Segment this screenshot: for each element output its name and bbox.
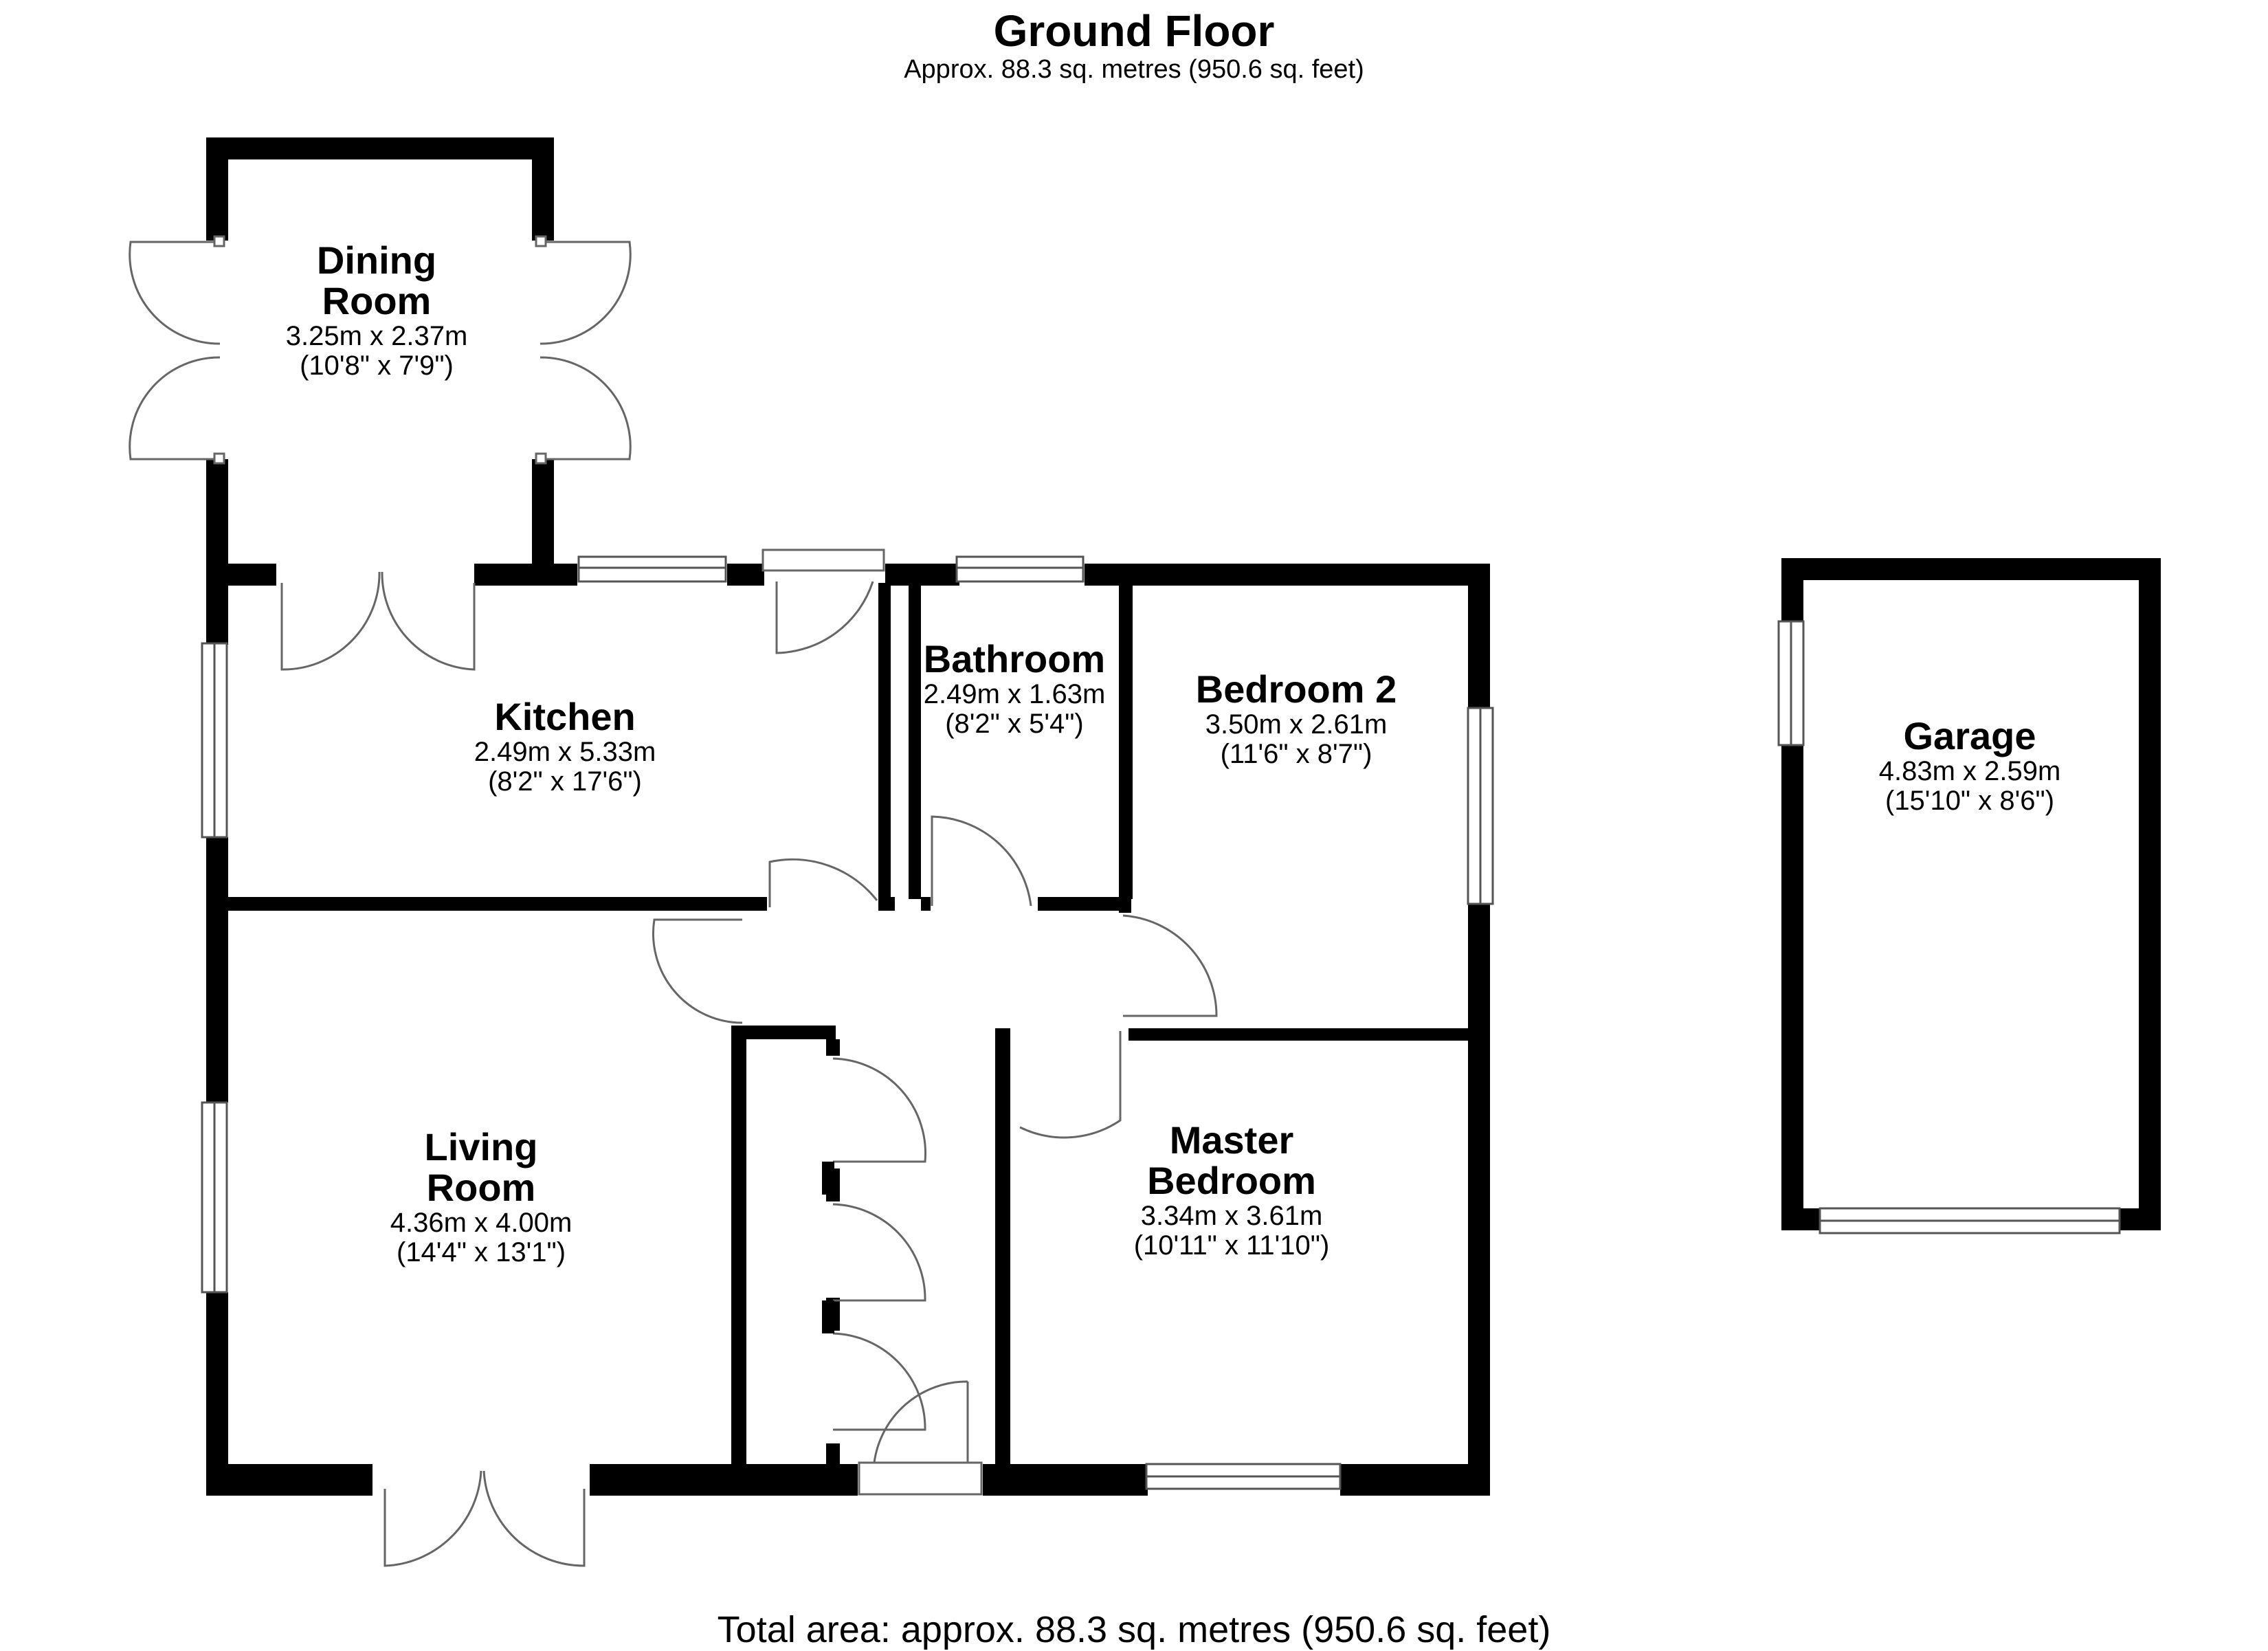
kitchen-wall-top-c bbox=[727, 564, 764, 586]
master-partition bbox=[995, 1028, 1010, 1464]
living-door bbox=[652, 918, 743, 1024]
south-wall-c bbox=[983, 1464, 1148, 1496]
room-name: Dining Room bbox=[316, 239, 437, 322]
south-wall-b bbox=[590, 1464, 858, 1496]
garage-wall-right bbox=[2139, 558, 2161, 1230]
dining-wall-left-lower bbox=[206, 459, 228, 583]
dining-east-french-doors bbox=[535, 235, 632, 465]
hall-wall-top-b bbox=[921, 897, 931, 911]
room-label-bathroom: Bathroom 2.49m x 1.63m (8'2" x 5'4") bbox=[924, 639, 1106, 739]
room-dimensions-imperial: (10'11" x 11'10") bbox=[1133, 1230, 1330, 1261]
room-name: Master Bedroom bbox=[1147, 1118, 1316, 1202]
room-name: Bathroom bbox=[923, 637, 1106, 680]
floor-title: Ground Floor bbox=[993, 6, 1275, 56]
room-dimensions-metric: 3.34m x 3.61m bbox=[1140, 1200, 1323, 1231]
master-wall-top bbox=[1129, 1028, 1475, 1041]
bath-wall-top bbox=[885, 564, 959, 586]
floor-area-subtitle: Approx. 88.3 sq. metres (950.6 sq. feet) bbox=[904, 55, 1364, 84]
garage-wall-top bbox=[1781, 558, 2161, 580]
garage-wall-bottom-a bbox=[1781, 1208, 1820, 1230]
kitchen-wall-bottom bbox=[228, 897, 767, 911]
room-name: Living Room bbox=[424, 1125, 538, 1209]
dining-west-french-doors bbox=[129, 235, 225, 465]
garage-wall-bottom-b bbox=[2118, 1208, 2161, 1230]
doors bbox=[129, 235, 1218, 1567]
room-dimensions-imperial: (10'8" x 7'9") bbox=[300, 350, 454, 381]
kitchen-window bbox=[577, 555, 727, 583]
room-dimensions-imperial: (15'10" x 8'6") bbox=[1885, 785, 2055, 816]
east-wall-b bbox=[1468, 904, 1490, 1496]
bedroom2-door bbox=[1122, 914, 1218, 1017]
bed2-wall-top bbox=[1085, 564, 1490, 586]
front-door bbox=[858, 1380, 983, 1496]
east-wall-a bbox=[1468, 564, 1490, 709]
garage-wall-left-a bbox=[1781, 558, 1803, 621]
room-name: Bedroom 2 bbox=[1195, 667, 1397, 711]
room-label-bedroom-2: Bedroom 2 3.50m x 2.61m (11'6" x 8'7") bbox=[1196, 669, 1397, 769]
room-dimensions-metric: 4.36m x 4.00m bbox=[390, 1207, 572, 1238]
cupboard-door-1 bbox=[832, 1057, 927, 1163]
living-partition bbox=[731, 1026, 746, 1464]
bed2-wall-west bbox=[1119, 583, 1131, 913]
cupboard-wall-top bbox=[746, 1026, 836, 1039]
kitchen-wall-top-b bbox=[474, 564, 577, 586]
kitchen-bath-partition bbox=[878, 583, 891, 899]
room-dimensions-metric: 3.50m x 2.61m bbox=[1205, 709, 1388, 740]
west-wall-b bbox=[206, 837, 228, 1102]
room-dimensions-imperial: (11'6" x 8'7") bbox=[1220, 738, 1372, 769]
dining-wall-right-lower bbox=[532, 459, 554, 583]
garage-wall-left-b bbox=[1781, 744, 1803, 1230]
windows bbox=[201, 555, 2121, 1490]
room-dimensions-metric: 3.25m x 2.37m bbox=[285, 320, 468, 351]
living-french-doors bbox=[383, 1470, 586, 1567]
bath-bed2-partition bbox=[909, 583, 921, 899]
room-dimensions-metric: 4.83m x 2.59m bbox=[1878, 755, 2061, 786]
cupboard-wall-right-a bbox=[826, 1039, 840, 1056]
south-wall-d bbox=[1340, 1464, 1490, 1496]
walls bbox=[206, 137, 2161, 1496]
bathroom-door bbox=[931, 815, 1032, 907]
cupboard-door-2 bbox=[832, 1203, 926, 1302]
total-area-footer: Total area: approx. 88.3 sq. metres (950… bbox=[717, 1609, 1551, 1650]
room-dimensions-metric: 2.49m x 5.33m bbox=[474, 736, 656, 767]
room-name: Kitchen bbox=[494, 695, 636, 738]
bathroom-window bbox=[955, 555, 1085, 583]
room-dimensions-imperial: (8'2" x 5'4") bbox=[945, 708, 1084, 739]
cupboard-door-3 bbox=[832, 1332, 926, 1431]
room-label-living: Living Room 4.36m x 4.00m (14'4" x 13'1"… bbox=[390, 1127, 572, 1267]
room-label-dining: Dining Room 3.25m x 2.37m (10'8" x 7'9") bbox=[285, 239, 468, 381]
dining-wall-top bbox=[206, 137, 554, 159]
room-label-garage: Garage 4.83m x 2.59m (15'10" x 8'6") bbox=[1879, 716, 2061, 816]
room-label-master-bedroom: Master Bedroom 3.34m x 3.61m (10'11" x 1… bbox=[1134, 1120, 1330, 1261]
dining-wall-right-upper bbox=[532, 137, 554, 241]
room-dimensions-metric: 2.49m x 1.63m bbox=[923, 678, 1106, 709]
kitchen-hall-door bbox=[768, 858, 878, 907]
hall-wall-top-a bbox=[878, 897, 895, 911]
hall-wall-top-c bbox=[1038, 897, 1127, 911]
room-dimensions-imperial: (8'2" x 17'6") bbox=[488, 766, 642, 797]
room-label-kitchen: Kitchen 2.49m x 5.33m (8'2" x 17'6") bbox=[474, 695, 656, 797]
kitchen-wall-top-a bbox=[228, 564, 276, 586]
room-name: Garage bbox=[1903, 714, 2036, 757]
west-wall-a bbox=[206, 583, 228, 645]
cupboard-wall-right-d bbox=[826, 1443, 840, 1464]
west-wall-c bbox=[206, 1292, 228, 1496]
kitchen-back-door bbox=[761, 549, 885, 654]
master-bedroom-door bbox=[1019, 1031, 1122, 1139]
room-dimensions-imperial: (14'4" x 13'1") bbox=[396, 1237, 566, 1267]
door-stops bbox=[822, 1162, 834, 1333]
kitchen-dining-double-doors bbox=[280, 571, 476, 671]
south-wall-a bbox=[206, 1464, 373, 1496]
dining-wall-left-upper bbox=[206, 137, 228, 241]
